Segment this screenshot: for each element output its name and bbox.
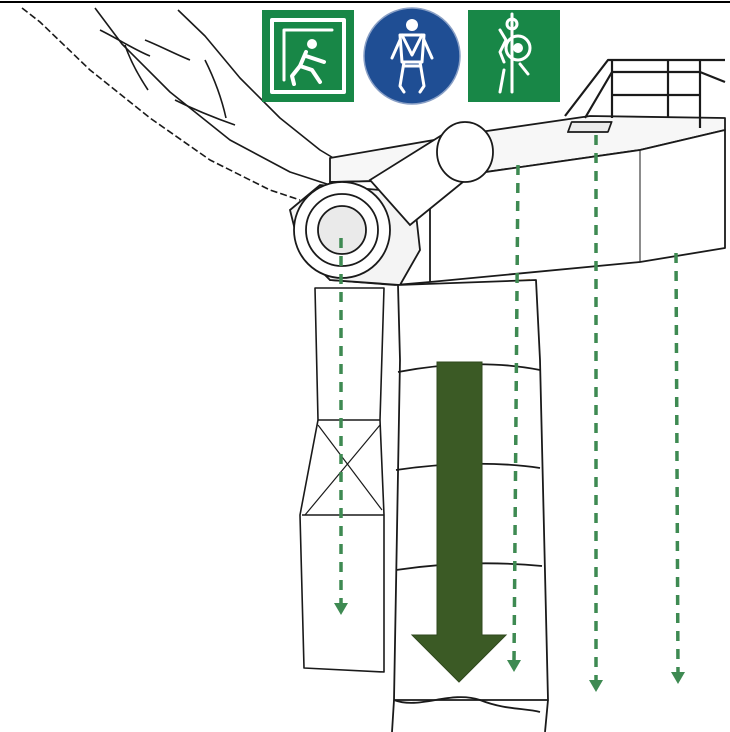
escape-route-arrowhead-2: [507, 660, 521, 672]
harness-mandatory-sign: [363, 7, 461, 105]
escape-route-line-2: [512, 164, 520, 663]
blade-root-cylinder: [368, 121, 494, 227]
safety-harness-icon: [390, 19, 434, 94]
descender-device-sign: [468, 10, 560, 102]
roof-railing: [564, 58, 726, 128]
rescue-descender-icon: [498, 12, 532, 94]
rotor-hub: [288, 181, 421, 286]
rotor-blade: [21, 7, 346, 201]
descender-sign-bg: [468, 10, 560, 102]
main-descent-arrow: [410, 361, 508, 683]
emergency-exit-sign: [262, 10, 354, 102]
escape-route-line-4: [674, 252, 680, 675]
escape-route-arrows: [334, 135, 685, 692]
roof-hatch-2: [566, 121, 613, 133]
escape-route-arrowhead-4: [671, 672, 685, 684]
escape-route-arrowhead-3: [589, 680, 603, 692]
emergency-exit-icon: [270, 18, 346, 94]
escape-route-arrowhead-1: [334, 603, 348, 615]
